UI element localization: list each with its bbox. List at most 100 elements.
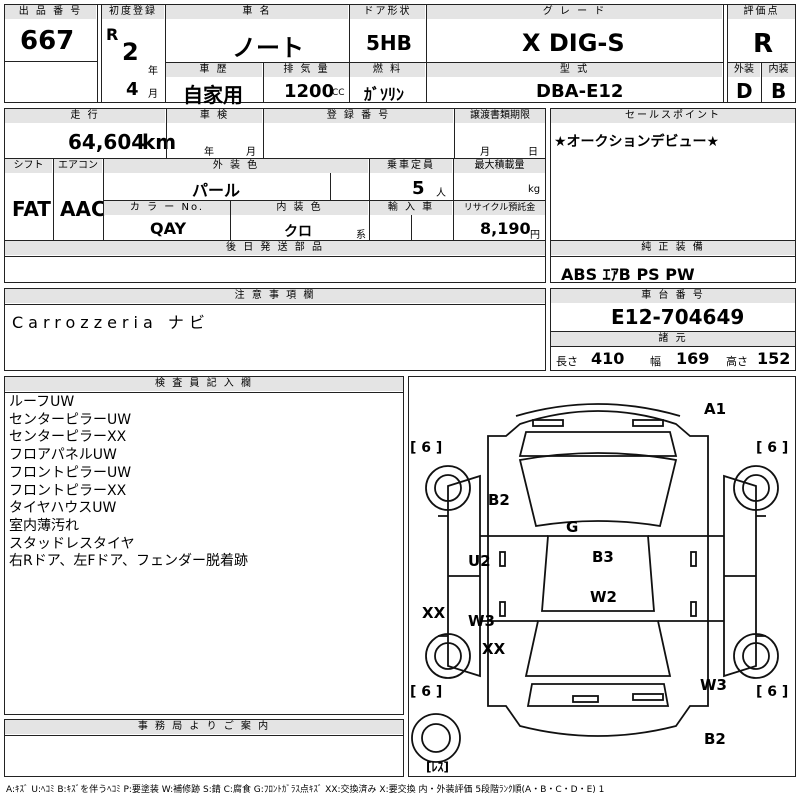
displacement-unit: CC [332, 88, 345, 98]
recycle-unit: 円 [530, 230, 540, 241]
int-color: クロ [284, 224, 312, 240]
inspector-note: フロントピラーUW [9, 464, 132, 481]
width-label: 幅 [650, 355, 661, 368]
color-label: 外 装 色 [104, 159, 368, 173]
transfer-month-unit: 月 [480, 147, 490, 158]
header-box [4, 4, 796, 103]
car-name: ノート [232, 34, 304, 62]
inspector-note: 室内薄汚れ [9, 517, 79, 534]
inspector-note: タイヤハウスUW [9, 500, 117, 517]
history-label: 車 歴 [166, 63, 262, 77]
damage-mark: W3 [468, 612, 495, 630]
length-label: 長さ [556, 355, 578, 368]
int-color-label: 内 装 色 [231, 201, 368, 215]
model: DBA-E12 [536, 81, 624, 102]
damage-mark: XX [482, 640, 506, 658]
displacement-label: 排 気 量 [264, 63, 349, 77]
inspector-note: ルーフUW [9, 394, 75, 410]
later-parts-label: 後 日 発 送 部 品 [5, 241, 545, 255]
fuel-label: 燃 料 [350, 63, 425, 77]
load-unit: kg [528, 184, 541, 195]
reg-no-label: 登 録 番 号 [264, 109, 453, 123]
damage-mark: W2 [590, 588, 617, 606]
door-type: 5HB [366, 31, 412, 55]
ext-label: 外装 [728, 63, 760, 77]
height: 152 [757, 349, 791, 368]
damage-mark: G [566, 518, 579, 536]
color-no-label: カ ラ ー No. [104, 201, 230, 215]
recycle: 8,190 [480, 219, 531, 238]
tire-tread: [ 6 ] [756, 684, 789, 700]
capacity-label: 乗車定員 [370, 159, 452, 173]
door-label: ドア形状 [350, 5, 425, 19]
shift: FAT [12, 197, 51, 221]
history: 自家用 [183, 83, 243, 107]
equipment-label: 純 正 装 備 [551, 241, 795, 255]
load-label: 最大積載量 [454, 159, 545, 173]
recycle-label: リサイクル預託金 [454, 201, 545, 215]
inspector-note: センターピラーUW [9, 411, 132, 428]
inspector-note: センターピラーXX [9, 429, 127, 446]
chassis-label: 車 台 番 号 [551, 289, 795, 303]
score-label: 評価点 [728, 5, 795, 19]
mileage-unit: km [142, 130, 177, 154]
inspection-label: 車 検 [167, 109, 262, 123]
mileage-label: 走 行 [5, 109, 165, 123]
transfer-day-unit: 日 [528, 147, 538, 158]
damage-mark: B3 [592, 548, 614, 566]
inspector-note: フロアパネルUW [9, 447, 117, 464]
score: R [753, 29, 774, 59]
damage-mark: XX [422, 604, 446, 622]
insp-year-unit: 年 [204, 147, 214, 158]
equipment: ABS ｴｱB PS PW [561, 265, 695, 284]
car-diagram-drawing [411, 403, 779, 763]
color-no: QAY [150, 219, 187, 238]
spec-label: 諸 元 [551, 332, 795, 346]
reg-month: 4 [126, 79, 139, 100]
damage-mark: B2 [488, 491, 510, 509]
grade-label: グ レ ー ド [427, 5, 722, 19]
lot-no-label: 出 品 番 号 [5, 5, 96, 19]
int-label: 内装 [762, 63, 795, 77]
displacement: 1200 [284, 81, 335, 102]
capacity: 5 [412, 178, 425, 199]
import-label: 輸 入 車 [370, 201, 452, 215]
mileage: 64,604 [68, 130, 146, 154]
fuel: ｶﾞｿﾘﾝ [364, 85, 405, 104]
ext-grade: D [736, 79, 753, 103]
grade: X DIG-S [522, 29, 625, 57]
transfer-label: 譲渡書類期限 [455, 109, 545, 123]
year-unit: 年 [148, 66, 158, 77]
model-label: 型 式 [427, 63, 722, 77]
sale-point-label: セールスポイント [551, 109, 795, 123]
inspector-label: 検 査 員 記 入 欄 [5, 377, 403, 391]
inspector-note: フロントピラーXX [9, 482, 127, 499]
damage-mark: U2 [468, 552, 491, 570]
first-reg-label: 初度登録 [102, 5, 164, 19]
inspector-notes: ルーフUW センターピラーUW センターピラーXX フロアパネルUW フロントピ… [9, 394, 248, 571]
damage-mark: B2 [704, 730, 726, 748]
inspector-note: 右Rドア、左Fドア、フェンダー脱着跡 [9, 553, 248, 570]
insp-month-unit: 月 [246, 147, 256, 158]
reg-year: 2 [122, 38, 139, 66]
office-label: 事 務 局 よ り ご 案 内 [5, 720, 403, 734]
damage-mark: W3 [700, 676, 727, 694]
inspector-note: スタッドレスタイヤ [9, 535, 135, 552]
tire-tread: [ 6 ] [410, 440, 443, 456]
ac-label: エアコン [54, 159, 102, 173]
sale-point: ★オークションデビュー★ [554, 134, 720, 150]
height-label: 高さ [726, 355, 748, 368]
inspector-box [4, 376, 404, 715]
month-unit: 月 [148, 89, 158, 100]
capacity-unit: 人 [436, 188, 446, 199]
era: R [106, 25, 119, 44]
car-name-label: 車 名 [166, 5, 348, 19]
color: パール [192, 181, 241, 200]
legend: A:ｷｽﾞ U:ﾍｺﾐ B:ｷｽﾞを伴うﾍｺﾐ P:要塗装 W:補修跡 S:錆 … [6, 785, 605, 795]
shift-label: シフト [5, 159, 52, 173]
notes: Carrozzeria ナビ [12, 313, 210, 332]
tire-tread: [ 6 ] [756, 440, 789, 456]
spare-tire-label: [ﾚｽ] [426, 760, 449, 774]
chassis: E12-704649 [611, 305, 745, 329]
width: 169 [676, 349, 710, 368]
